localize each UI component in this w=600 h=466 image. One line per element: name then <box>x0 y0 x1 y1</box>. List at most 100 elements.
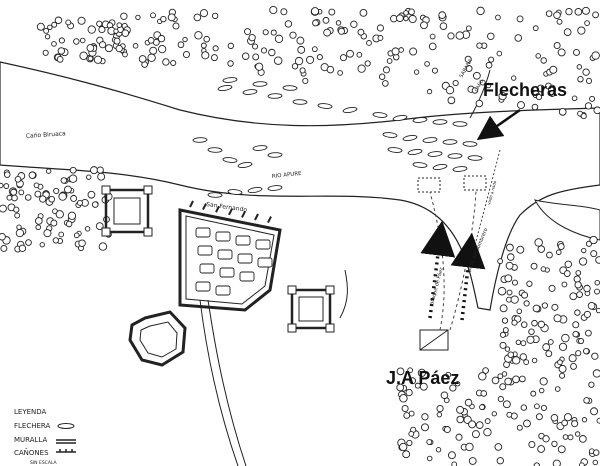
tree-icon <box>45 168 52 174</box>
flechera-boat-icon <box>267 185 283 191</box>
callout-flecheras: Flecheras <box>483 80 567 100</box>
tree-icon <box>479 79 486 86</box>
vegetation-north-bank <box>36 5 600 120</box>
tree-icon <box>583 347 590 355</box>
tree-icon <box>426 455 433 462</box>
tree-icon <box>589 235 598 245</box>
flechera-boat-icon <box>422 137 438 143</box>
tree-icon <box>480 390 488 397</box>
tree-icon <box>574 281 582 289</box>
tree-icon <box>312 19 319 27</box>
tree-icon <box>531 319 538 327</box>
tree-icon <box>162 58 170 66</box>
tree-icon <box>310 7 320 16</box>
flechera-boat-icon <box>247 186 263 194</box>
san-fernando-fortress <box>178 200 282 312</box>
tree-icon <box>227 42 234 50</box>
tree-icon <box>545 350 553 358</box>
tree-icon <box>567 434 574 441</box>
flechera-boat-icon <box>447 153 463 159</box>
tree-icon <box>565 7 573 16</box>
tree-icon <box>512 375 520 384</box>
tree-icon <box>502 400 511 409</box>
tree-icon <box>501 317 509 324</box>
legend-label-flechera: FLECHERA <box>14 422 51 430</box>
tree-icon <box>577 337 585 345</box>
flechera-boat-icon <box>192 137 208 143</box>
legend-label-canones: CAÑONES <box>14 448 49 457</box>
tree-icon <box>570 363 577 370</box>
tree-icon <box>595 256 600 264</box>
tree-icon <box>537 245 546 253</box>
tree-icon <box>557 243 565 250</box>
tree-icon <box>514 34 523 42</box>
tree-icon <box>505 261 514 270</box>
tree-icon <box>574 431 581 437</box>
tree-icon <box>483 427 492 437</box>
tree-icon <box>551 440 558 448</box>
tree-icon <box>424 61 430 67</box>
tree-icon <box>149 46 158 55</box>
muralla-symbol-icon <box>56 439 76 444</box>
tree-icon <box>439 22 448 31</box>
tree-icon <box>398 47 404 53</box>
tree-icon <box>510 412 518 420</box>
tree-icon <box>561 281 568 288</box>
tree-icon <box>532 25 539 32</box>
tree-icon <box>556 18 563 25</box>
tree-icon <box>582 68 590 76</box>
tree-icon <box>359 8 368 17</box>
tree-icon <box>296 36 305 45</box>
tree-icon <box>497 395 504 403</box>
tree-icon <box>297 45 306 54</box>
tree-icon <box>0 204 7 213</box>
tree-icon <box>122 51 128 58</box>
flechera-boat-icon <box>462 141 478 147</box>
tree-icon <box>335 20 342 26</box>
tree-icon <box>382 80 389 87</box>
tree-icon <box>491 376 500 385</box>
tree-icon <box>576 291 583 298</box>
tree-icon <box>402 450 411 459</box>
tree-icon <box>551 303 559 311</box>
tree-icon <box>51 21 58 28</box>
tree-icon <box>535 94 543 101</box>
tree-icon <box>90 166 98 175</box>
tree-icon <box>194 31 203 40</box>
tree-icon <box>569 292 578 301</box>
tree-icon <box>516 308 523 315</box>
tree-icon <box>401 405 409 413</box>
tree-icon <box>587 301 596 310</box>
tree-icon <box>357 64 366 73</box>
tree-icon <box>170 59 177 67</box>
tree-icon <box>405 388 413 397</box>
tree-icon <box>519 353 527 361</box>
tree-icon <box>316 54 323 61</box>
paez-camp <box>419 329 449 351</box>
tree-icon <box>465 25 472 32</box>
tree-icon <box>96 20 103 27</box>
town-block <box>199 263 215 274</box>
tree-icon <box>540 266 547 272</box>
tree-icon <box>591 352 599 360</box>
tree-icon <box>311 46 318 53</box>
tree-icon <box>512 356 521 365</box>
tree-icon <box>268 48 276 57</box>
tree-icon <box>350 20 358 28</box>
tree-icon <box>456 415 465 424</box>
tree-icon <box>33 182 40 189</box>
tree-icon <box>553 11 561 20</box>
tree-icon <box>510 295 519 304</box>
tree-icon <box>378 73 386 80</box>
tree-icon <box>464 398 473 407</box>
tree-icon <box>507 351 514 358</box>
tree-icon <box>157 34 166 43</box>
tree-icon <box>34 217 43 225</box>
tree-icon <box>212 45 219 52</box>
tree-icon <box>451 461 458 466</box>
tree-icon <box>79 37 86 44</box>
tree-icon <box>346 49 354 58</box>
tree-icon <box>399 442 408 452</box>
tree-icon <box>357 28 365 36</box>
town-block <box>195 281 211 292</box>
